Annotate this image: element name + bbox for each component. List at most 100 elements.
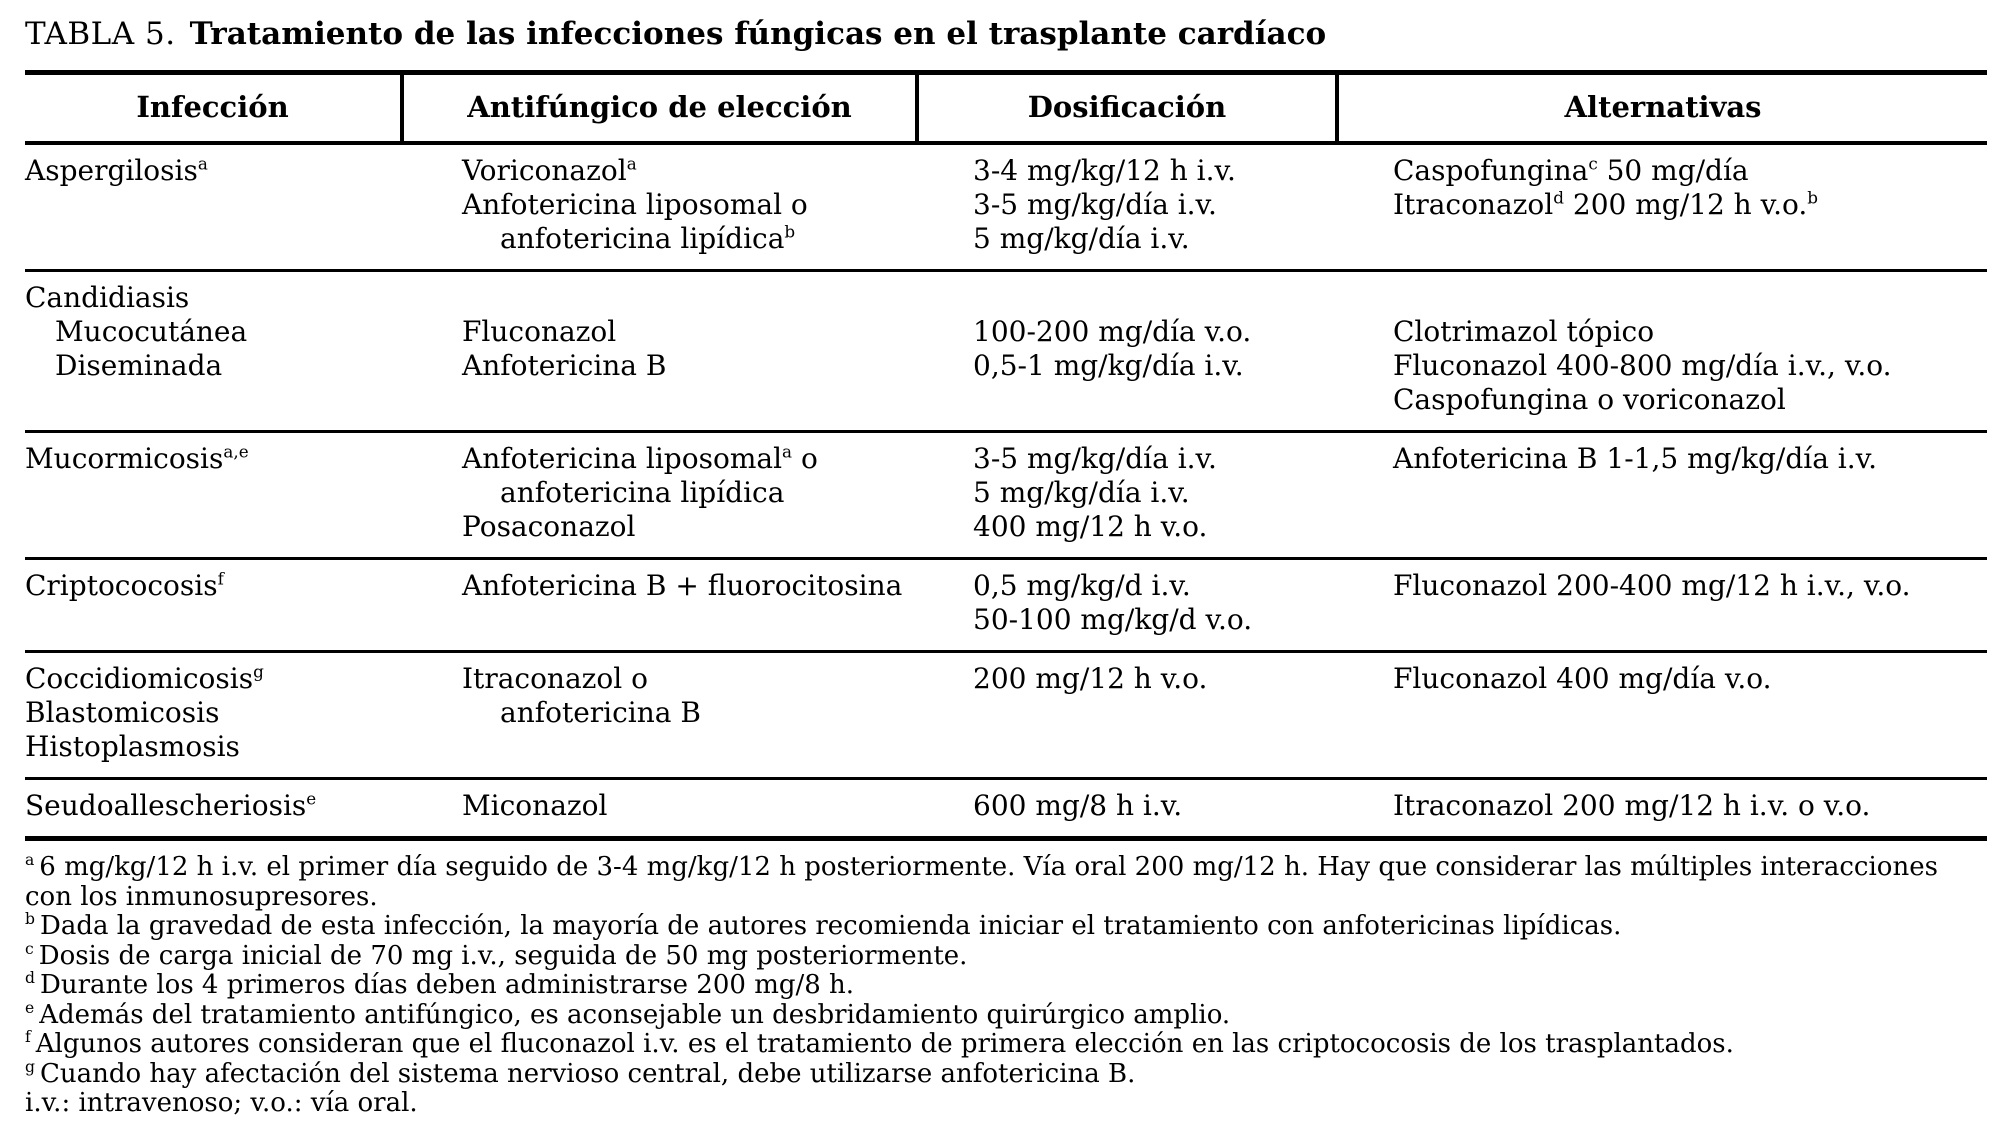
footnote-text: i.v.: intravenoso; v.o.: vía oral. <box>25 1088 418 1118</box>
text: Clotrimazol tópico <box>1393 315 1655 348</box>
text: 400 mg/12 h v.o. <box>973 510 1208 543</box>
cell-line: Anfotericina B + fluorocitosina <box>462 569 915 603</box>
text: 5 mg/kg/día i.v. <box>973 476 1190 509</box>
text: anfotericina lipídica <box>500 222 785 255</box>
text: Seudoallescheriosis <box>25 789 307 822</box>
cell-line: 400 mg/12 h v.o. <box>973 510 1335 544</box>
table-number: TABLA 5. <box>25 16 176 52</box>
text: 3-5 mg/kg/día i.v. <box>973 442 1217 475</box>
cell-drug: Anfotericina B + fluorocitosina <box>400 569 915 637</box>
cell-line: Mucormicosisa,e <box>25 442 400 476</box>
footnote-ref: c <box>1588 153 1598 174</box>
footnote-marker: g <box>25 1057 35 1076</box>
footnote-ref: b <box>784 221 796 242</box>
text: Itraconazol <box>1393 188 1554 221</box>
footnote-ref: a <box>782 441 793 462</box>
cell-line: Diseminada <box>25 349 400 383</box>
text: anfotericina lipídica <box>500 476 785 509</box>
text: Fluconazol <box>462 315 617 348</box>
table-caption: TABLA 5.Tratamiento de las infecciones f… <box>25 16 1987 52</box>
cell-line: anfotericina lipídicab <box>462 222 915 256</box>
text: 200 mg/12 h v.o. <box>973 662 1208 695</box>
table-row: Mucormicosisa,e Anfotericina liposomala … <box>25 433 1987 560</box>
cell-infection: Candidiasis Mucocutánea Diseminada <box>25 281 400 417</box>
cell-line: Fluconazol 400 mg/día v.o. <box>1393 662 1987 696</box>
footnote-text: Dosis de carga inicial de 70 mg i.v., se… <box>38 940 968 971</box>
cell-alternatives: Itraconazol 200 mg/12 h i.v. o v.o. <box>1335 789 1987 823</box>
text: 100-200 mg/día v.o. <box>973 315 1252 348</box>
cell-line: Blastomicosis <box>25 696 400 730</box>
cell-line: Histoplasmosis <box>25 730 400 764</box>
cell-line: 3-5 mg/kg/día i.v. <box>973 188 1335 222</box>
table-row: Seudoallescheriosise Miconazol 600 mg/8 … <box>25 780 1987 841</box>
cell-line: anfotericina lipídica <box>462 476 915 510</box>
cell-line: 5 mg/kg/día i.v. <box>973 476 1335 510</box>
cell-line: Itraconazold 200 mg/12 h v.o.b <box>1393 188 1987 222</box>
header-alternativas: Alternativas <box>1335 75 1987 141</box>
footnote-text: 6 mg/kg/12 h i.v. el primer día seguido … <box>25 852 1938 912</box>
cell-line: anfotericina B <box>462 696 915 730</box>
header-antifungico: Antifúngico de elección <box>400 75 915 141</box>
text: 0,5-1 mg/kg/día i.v. <box>973 349 1244 382</box>
cell-line: Fluconazol 400-800 mg/día i.v., v.o. <box>1393 349 1987 383</box>
text: 600 mg/8 h i.v. <box>973 789 1183 822</box>
text: Posaconazol <box>462 510 636 543</box>
text: 0,5 mg/kg/d i.v. <box>973 569 1191 602</box>
cell-line: Voriconazola <box>462 154 915 188</box>
text: Criptococosis <box>25 569 218 602</box>
text: Anfotericina B 1-1,5 mg/kg/día i.v. <box>1393 442 1878 475</box>
table-row: Aspergilosisa Voriconazola Anfotericina … <box>25 145 1987 272</box>
cell-line: Itraconazol 200 mg/12 h i.v. o v.o. <box>1393 789 1987 823</box>
footnote-text: Dada la gravedad de esta infección, la m… <box>39 911 1622 941</box>
table-row: Criptococosisf Anfotericina B + fluoroci… <box>25 560 1987 653</box>
text: Coccidiomicosis <box>25 662 254 695</box>
text: Aspergilosis <box>25 154 198 187</box>
text: 50 mg/día <box>1597 154 1749 187</box>
cell-line: 0,5 mg/kg/d i.v. <box>973 569 1335 603</box>
cell-line: Fluconazol <box>462 315 915 349</box>
cell-dose: 600 mg/8 h i.v. <box>915 789 1335 823</box>
cell-drug: Voriconazola Anfotericina liposomal o an… <box>400 154 915 256</box>
table-row: Candidiasis Mucocutánea Diseminada Fluco… <box>25 272 1987 433</box>
text: 3-5 mg/kg/día i.v. <box>973 188 1217 221</box>
text: anfotericina B <box>500 696 701 729</box>
spacer-line <box>1393 281 1987 315</box>
text: Blastomicosis <box>25 696 220 729</box>
cell-drug: Itraconazol o anfotericina B <box>400 662 915 764</box>
footnote-ref: e <box>306 788 317 809</box>
text: Fluconazol 400 mg/día v.o. <box>1393 662 1772 695</box>
cell-line: 3-4 mg/kg/12 h i.v. <box>973 154 1335 188</box>
header-dosificacion: Dosificación <box>915 75 1335 141</box>
footnote-text: Además del tratamiento antifúngico, es a… <box>39 999 1231 1030</box>
text: Itraconazol o <box>462 662 648 695</box>
cell-drug: Miconazol <box>400 789 915 823</box>
cell-line: Anfotericina B <box>462 349 915 383</box>
cell-line: Fluconazol 200-400 mg/12 h i.v., v.o. <box>1393 569 1987 603</box>
cell-dose: 100-200 mg/día v.o. 0,5-1 mg/kg/día i.v. <box>915 281 1335 417</box>
cell-alternatives: Fluconazol 400 mg/día v.o. <box>1335 662 1987 764</box>
text: 50-100 mg/kg/d v.o. <box>973 603 1253 636</box>
cell-line: 100-200 mg/día v.o. <box>973 315 1335 349</box>
cell-dose: 3-5 mg/kg/día i.v. 5 mg/kg/día i.v. 400 … <box>915 442 1335 544</box>
footnote-marker: f <box>25 1028 31 1047</box>
footnote-ref: g <box>253 661 264 682</box>
cell-drug: Fluconazol Anfotericina B <box>400 281 915 417</box>
cell-line: Clotrimazol tópico <box>1393 315 1987 349</box>
cell-alternatives: Clotrimazol tópico Fluconazol 400-800 mg… <box>1335 281 1987 417</box>
footnote-ref: a,e <box>223 441 249 462</box>
cell-line: Miconazol <box>462 789 915 823</box>
cell-line: Aspergilosisa <box>25 154 400 188</box>
cell-line: 0,5-1 mg/kg/día i.v. <box>973 349 1335 383</box>
header-infeccion: Infección <box>136 90 289 124</box>
text: 200 mg/12 h v.o. <box>1563 188 1808 221</box>
cell-line: Anfotericina B 1-1,5 mg/kg/día i.v. <box>1393 442 1987 476</box>
footnote-marker: d <box>25 969 35 988</box>
footnote-marker: c <box>25 939 34 958</box>
cell-line: Anfotericina liposomal o <box>462 188 915 222</box>
